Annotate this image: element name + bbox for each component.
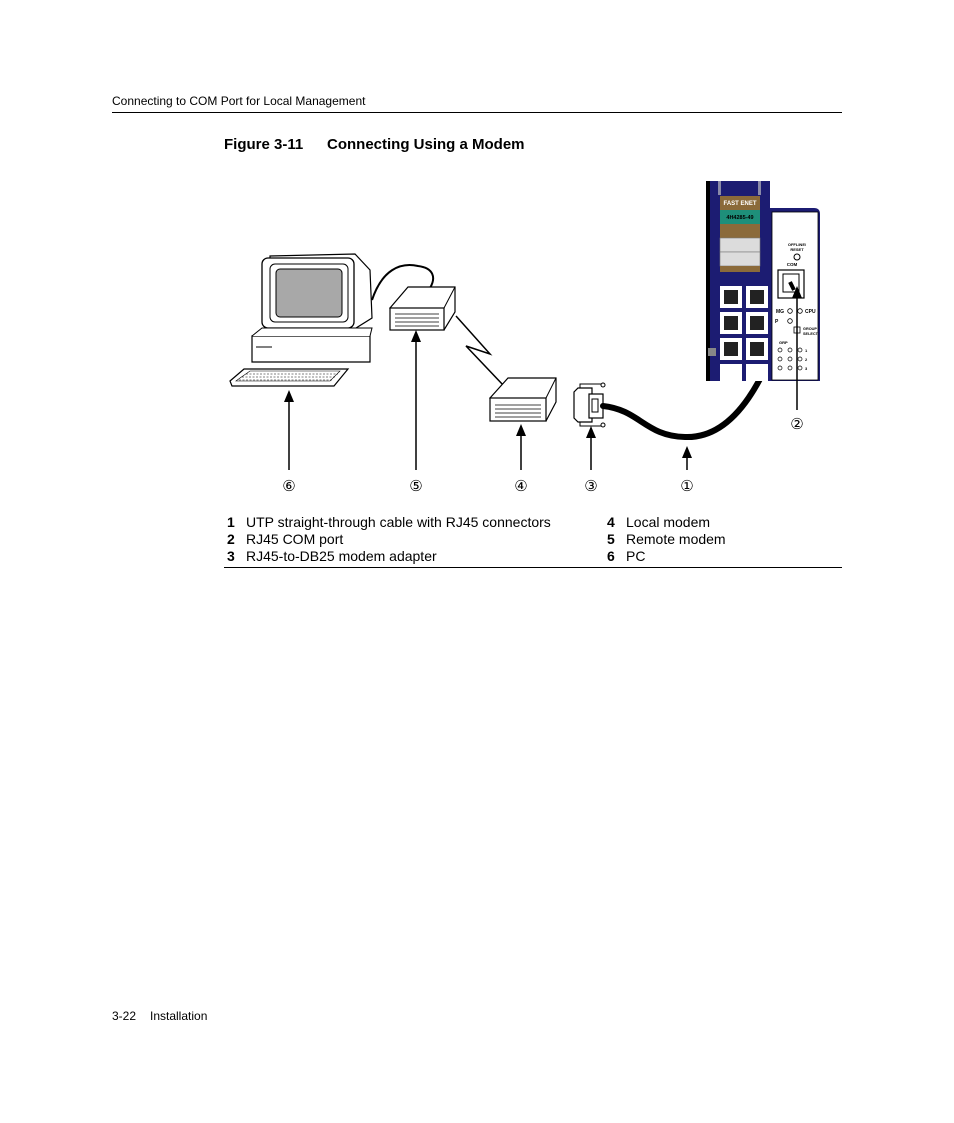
callout-1: ① [680,477,693,495]
row1-label: 1 [805,348,808,353]
model-label: 4H4285-49 [726,215,753,221]
callout-2: ② [790,415,803,433]
offline-label: OFFLINE/ [788,242,807,247]
com-label: COM [787,262,798,267]
running-header: Connecting to COM Port for Local Managem… [112,94,366,108]
callout-arrows [284,286,802,470]
local-modem-illustration [488,377,557,422]
module-label: FAST ENET [723,201,756,207]
modem-connection-diagram: FAST ENET 4H4285-49 OFFLINE/ RESET COM [229,181,820,495]
cpu-label: CPU [805,309,816,315]
row3-label: 3 [805,366,808,371]
mg-label: MG [776,309,784,315]
callout-4: ④ [514,477,527,495]
page-footer: 3-22 Installation [112,1009,207,1023]
figure-caption: Connecting Using a Modem [327,136,525,153]
header-rule [112,112,842,113]
db25-adapter-illustration [573,382,606,428]
figure-title: Figure 3-11 Connecting Using a Modem [224,136,525,153]
telephone-link [455,315,505,387]
rj45-port-grid [720,286,768,381]
figure-number: Figure 3-11 [224,136,304,153]
p-label: P [775,319,779,325]
remote-modem-illustration [389,286,456,331]
footer-section: Installation [150,1009,208,1023]
legend-rule [224,567,842,568]
switch-module-illustration: FAST ENET 4H4285-49 OFFLINE/ RESET COM [706,181,820,381]
select-label: SELECT [803,332,819,336]
reset-label: RESET [790,247,804,252]
pc-illustration [229,253,435,387]
row2-label: 2 [805,357,808,362]
callout-3: ③ [584,477,597,495]
group-label: GROUP [803,327,817,331]
grp-label: GRP [779,340,788,345]
page-number: 3-22 [112,1009,137,1023]
callout-6: ⑥ [282,477,295,495]
callout-5: ⑤ [409,477,422,495]
